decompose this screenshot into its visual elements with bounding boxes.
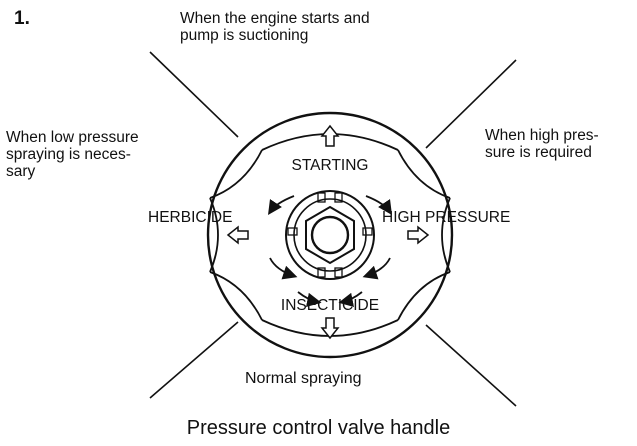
detent-arrow-left-icon bbox=[226, 225, 249, 245]
rotation-arrow-upper-right-icon bbox=[365, 195, 392, 215]
rotation-arrow-bottom-left-icon bbox=[297, 291, 322, 307]
outer-disk bbox=[206, 111, 454, 359]
note-engine-start: When the engine starts and pump is sucti… bbox=[180, 10, 370, 44]
note-normal-spraying: Normal spraying bbox=[245, 370, 362, 387]
detent-arrow-right-icon bbox=[407, 225, 430, 245]
pointer-line-top-right bbox=[425, 59, 517, 149]
label-insecticide: INSECTICIDE bbox=[281, 297, 379, 314]
rotation-arrow-upper-left-icon bbox=[268, 195, 295, 215]
center-hub bbox=[285, 190, 375, 280]
label-starting: STARTING bbox=[292, 157, 369, 174]
step-number: 1. bbox=[14, 8, 30, 29]
detent-arrow-down-icon bbox=[320, 317, 340, 340]
pointer-line-bottom-left bbox=[149, 321, 239, 399]
note-low-pressure: When low pressure spraying is neces- sar… bbox=[6, 129, 139, 180]
label-herbicide: HERBICIDE bbox=[148, 209, 232, 226]
rotation-arrow-bottom-right-icon bbox=[338, 291, 363, 307]
rotation-arrow-lower-right-icon bbox=[362, 257, 391, 280]
pointer-line-bottom-right bbox=[425, 324, 517, 407]
figure-caption: Pressure control valve handle bbox=[186, 417, 451, 439]
label-high-pressure: HIGH PRESSURE bbox=[382, 209, 510, 226]
detent-arrow-up-icon bbox=[320, 124, 340, 147]
pointer-line-top-left bbox=[149, 51, 239, 138]
rotation-arrow-lower-left-icon bbox=[269, 257, 298, 280]
hex-bolt bbox=[305, 205, 355, 265]
note-high-pressure: When high pres- sure is required bbox=[485, 127, 599, 161]
